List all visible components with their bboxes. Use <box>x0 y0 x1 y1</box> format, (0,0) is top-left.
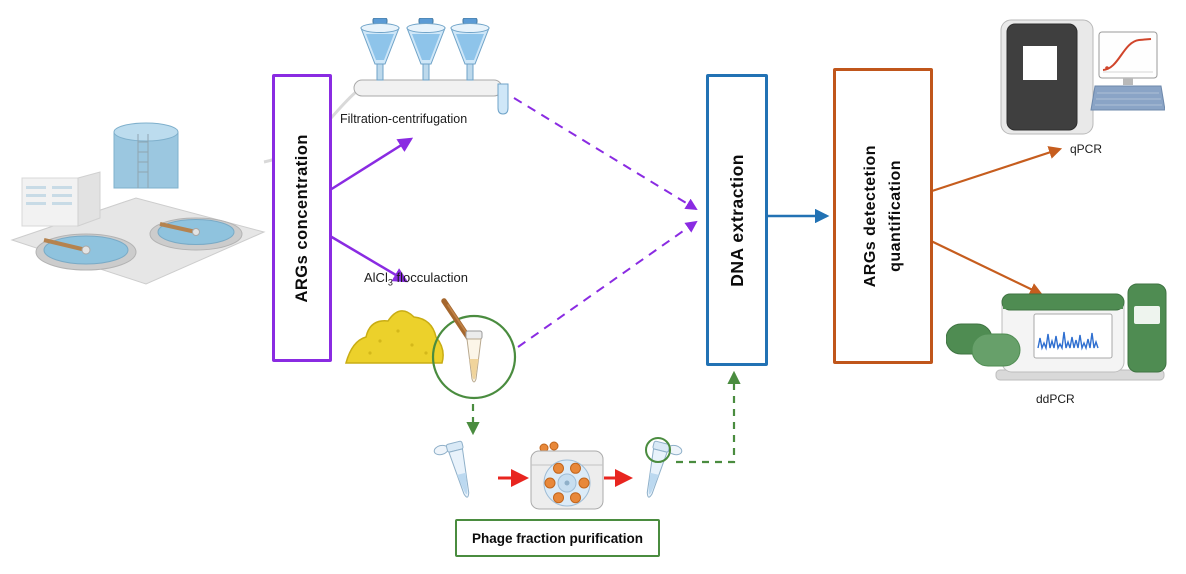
arrow-filtration-to-dna <box>513 97 698 211</box>
microtube-input-icon <box>433 440 470 498</box>
args-detection-label-line2: quantification <box>886 160 904 272</box>
qpcr-label: qPCR <box>1070 142 1103 156</box>
dna-extraction-label: DNA extraction <box>726 153 747 287</box>
args-concentration-box: ARGs concentration <box>272 74 332 362</box>
args-detection-label-line1: ARGs detectetion <box>861 144 879 288</box>
arrow-concentration-to-filtration <box>329 137 414 192</box>
phage-purification-label: Phage fraction purification <box>471 530 644 546</box>
microtube-output-icon <box>645 437 683 498</box>
args-concentration-label: ARGs concentration <box>292 133 311 303</box>
flocculation-tube-icon <box>431 298 517 400</box>
centrifuge-icon <box>530 441 604 510</box>
dna-extraction-box: DNA extraction <box>706 74 768 366</box>
wastewater-treatment-plant-icon <box>10 122 266 285</box>
arrow-phage-to-dna <box>676 370 741 464</box>
ddpcr-label: ddPCR <box>1036 392 1075 406</box>
arrow-detection-to-ddpcr <box>928 239 1043 296</box>
arrow-flocculation-to-dna <box>517 220 698 348</box>
ddpcr-instrument-icon <box>946 283 1167 381</box>
qpcr-instrument-icon <box>1000 19 1165 135</box>
flocculant-pile-icon <box>345 310 444 364</box>
phage-purification-box: Phage fraction purification <box>455 519 660 557</box>
flocculation-label: AlCl3 flocculaction <box>364 270 469 288</box>
arrow-concentration-to-flocculation <box>329 234 409 283</box>
filtration-label: Filtration-centrifugation <box>340 112 468 126</box>
args-detection-box: ARGs detectetion quantification <box>833 68 933 364</box>
filtration-apparatus-icon <box>353 18 509 115</box>
arrow-detection-to-qpcr <box>928 146 1063 194</box>
